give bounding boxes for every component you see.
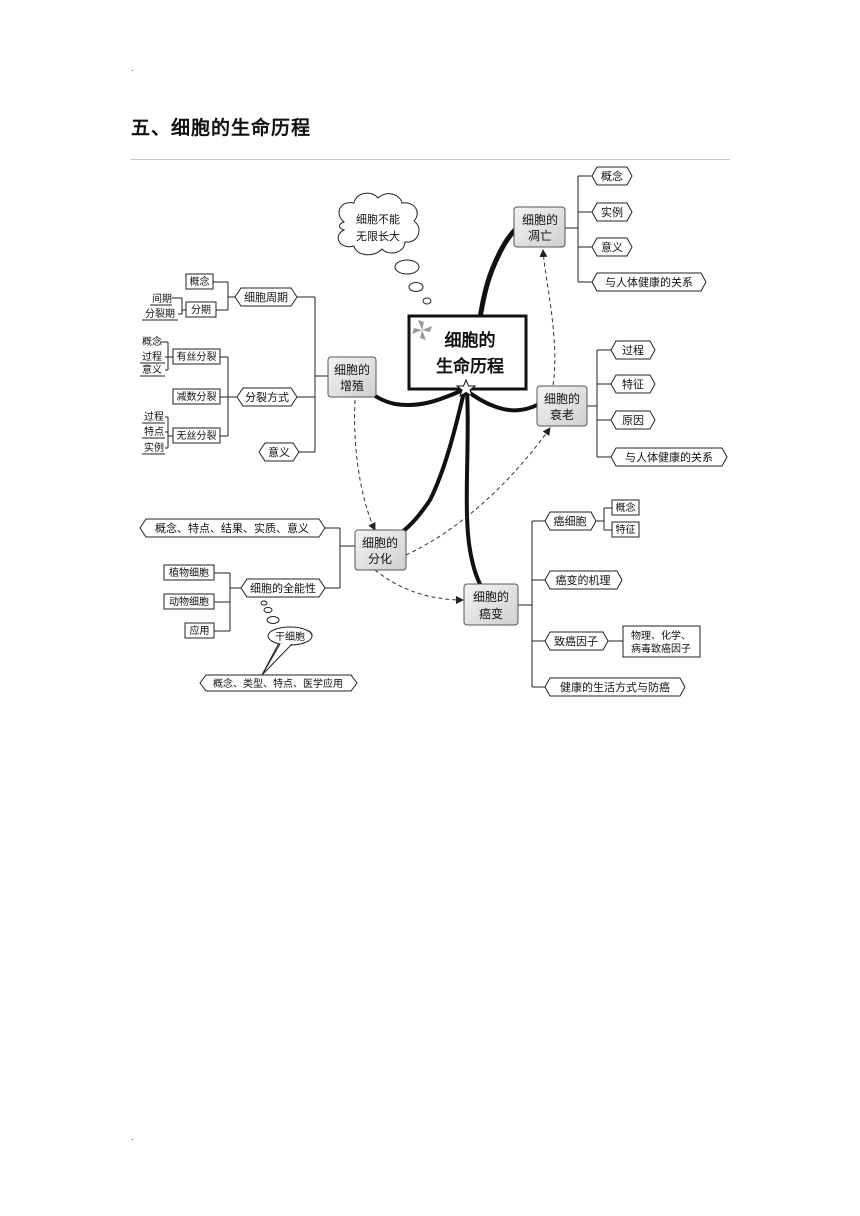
svg-text:细胞的: 细胞的 bbox=[473, 589, 509, 604]
svg-text:应用: 应用 bbox=[190, 624, 210, 637]
node-aging: 细胞的 衰老 bbox=[536, 385, 588, 427]
thought-cloud: 细胞不能 无限长大 bbox=[337, 192, 432, 305]
cycle-item-concept: 概念 bbox=[190, 275, 210, 288]
svg-text:意义: 意义 bbox=[142, 363, 162, 376]
svg-text:动物细胞: 动物细胞 bbox=[169, 595, 209, 608]
node-proliferation: 细胞的 增殖 bbox=[327, 356, 377, 398]
svg-text:特点: 特点 bbox=[144, 426, 164, 438]
svg-text:衰老: 衰老 bbox=[550, 407, 574, 422]
svg-text:植物细胞: 植物细胞 bbox=[169, 566, 209, 579]
svg-text:癌变: 癌变 bbox=[479, 606, 503, 621]
aging-subtree: 过程 特征 原因 与人体健康的关系 bbox=[610, 340, 728, 467]
cloud-bubble-2 bbox=[408, 282, 424, 292]
svg-text:实例: 实例 bbox=[601, 205, 623, 219]
svg-text:分裂方式: 分裂方式 bbox=[245, 390, 289, 404]
svg-text:特征: 特征 bbox=[622, 377, 644, 391]
cloud-bubble-3 bbox=[422, 297, 432, 305]
svg-text:过程: 过程 bbox=[142, 350, 162, 363]
svg-text:概念: 概念 bbox=[142, 335, 162, 348]
svg-text:与人体健康的关系: 与人体健康的关系 bbox=[625, 450, 713, 464]
svg-text:致癌因子: 致癌因子 bbox=[554, 634, 598, 648]
top-marker: . bbox=[131, 64, 134, 73]
svg-text:增殖: 增殖 bbox=[340, 378, 364, 393]
star-icon bbox=[455, 378, 477, 398]
svg-text:与人体健康的关系: 与人体健康的关系 bbox=[605, 275, 693, 289]
cloud-bubble-1 bbox=[394, 259, 420, 275]
svg-text:概念: 概念 bbox=[601, 169, 623, 183]
arrow-differentiation-to-aging bbox=[405, 427, 551, 556]
section-title: 五、细胞的生命历程 bbox=[131, 117, 312, 139]
svg-text:干细胞: 干细胞 bbox=[275, 630, 305, 643]
svg-text:细胞的: 细胞的 bbox=[334, 362, 370, 377]
svg-text:细胞的: 细胞的 bbox=[544, 391, 580, 406]
arrow-differentiation-to-cancer bbox=[374, 569, 464, 604]
svg-text:意义: 意义 bbox=[268, 445, 290, 459]
arrow-proliferation-to-differentiation bbox=[354, 399, 376, 531]
branch-to-differentiation bbox=[400, 390, 466, 534]
node-cancer: 细胞的 癌变 bbox=[463, 583, 519, 626]
branch-to-aging bbox=[464, 388, 539, 413]
cloud-line-1: 细胞不能 bbox=[356, 212, 400, 226]
node-apoptosis: 细胞的 凋亡 bbox=[513, 206, 566, 248]
mode-amitosis: 无丝分裂 bbox=[177, 429, 217, 442]
pinwheel-icon bbox=[412, 320, 432, 340]
apoptosis-subtree: 概念 实例 意义 与人体健康的关系 bbox=[591, 166, 707, 292]
center-line-2: 生命历程 bbox=[436, 356, 504, 377]
division-mode-tag bbox=[236, 387, 298, 407]
svg-text:健康的生活方式与防癌: 健康的生活方式与防癌 bbox=[560, 680, 670, 694]
cloud-shape bbox=[337, 192, 420, 256]
svg-text:特征: 特征 bbox=[616, 524, 636, 536]
svg-text:分化: 分化 bbox=[368, 552, 392, 566]
node-differentiation: 细胞的 分化 bbox=[354, 529, 407, 571]
svg-text:概念: 概念 bbox=[616, 501, 636, 514]
svg-text:过程: 过程 bbox=[144, 410, 164, 423]
svg-text:癌细胞: 癌细胞 bbox=[554, 514, 587, 528]
phase-mitotic: 分裂期 bbox=[145, 307, 175, 320]
svg-text:过程: 过程 bbox=[622, 344, 644, 357]
svg-text:细胞的: 细胞的 bbox=[522, 212, 558, 227]
svg-text:概念、特点、结果、实质、意义: 概念、特点、结果、实质、意义 bbox=[155, 521, 309, 535]
differentiation-subtree: 概念、特点、结果、实质、意义 细胞的全能性 植物细胞 动物细胞 应用 干细胞 概… bbox=[139, 518, 358, 692]
cell-cycle-tag bbox=[234, 287, 298, 307]
significance-tag bbox=[258, 442, 300, 462]
connector-lines bbox=[160, 175, 623, 688]
svg-text:病毒致癌因子: 病毒致癌因子 bbox=[631, 642, 691, 655]
svg-text:凋亡: 凋亡 bbox=[528, 229, 552, 243]
title-divider bbox=[130, 159, 730, 160]
bottom-marker: . bbox=[131, 1133, 134, 1142]
svg-text:细胞周期: 细胞周期 bbox=[244, 291, 288, 304]
phase-interphase: 间期 bbox=[152, 292, 172, 305]
svg-text:细胞的全能性: 细胞的全能性 bbox=[250, 581, 316, 595]
mode-meiosis: 减数分裂 bbox=[177, 390, 217, 403]
cancer-subtree: 癌细胞 概念 特征 癌变的机理 致癌因子 物理、化学、 病毒致癌因子 健康的生活… bbox=[544, 499, 701, 697]
svg-text:实例: 实例 bbox=[144, 441, 164, 454]
dashed-arrows bbox=[354, 249, 556, 604]
svg-text:细胞的: 细胞的 bbox=[362, 535, 398, 550]
svg-text:癌变的机理: 癌变的机理 bbox=[556, 573, 611, 587]
branch-to-cancer bbox=[464, 390, 482, 586]
center-line-1: 细胞的 bbox=[445, 330, 496, 351]
arrow-aging-to-apoptosis bbox=[539, 249, 556, 386]
svg-text:意义: 意义 bbox=[601, 240, 623, 254]
branch-to-proliferation bbox=[370, 388, 465, 407]
proliferation-subtree: 细胞周期 分裂方式 意义 概念 分期 间期 分裂期 有丝分裂 减数分裂 无丝分裂… bbox=[140, 273, 300, 462]
center-node: 细胞的 生命历程 bbox=[407, 314, 528, 398]
mode-mitosis: 有丝分裂 bbox=[177, 350, 217, 363]
svg-text:概念、类型、特点、医学应用: 概念、类型、特点、医学应用 bbox=[213, 677, 343, 690]
svg-text:物理、化学、: 物理、化学、 bbox=[631, 629, 691, 642]
svg-text:原因: 原因 bbox=[622, 414, 644, 427]
cloud-line-2: 无限长大 bbox=[356, 229, 400, 243]
cycle-item-phases: 分期 bbox=[191, 304, 211, 316]
